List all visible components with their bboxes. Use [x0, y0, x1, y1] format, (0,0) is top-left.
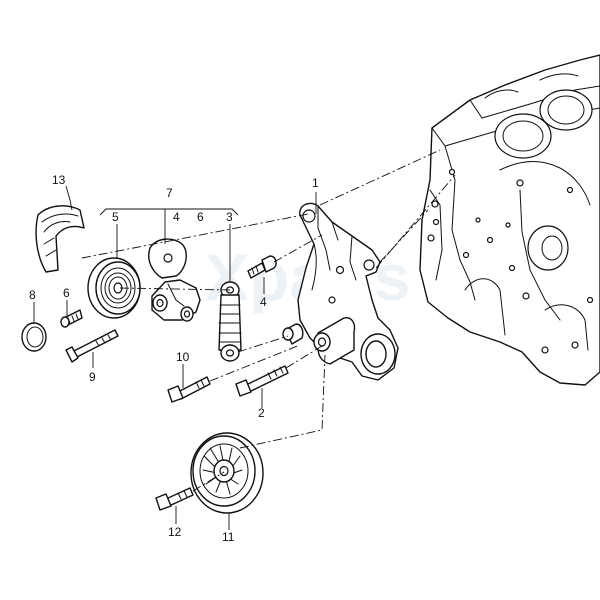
callouts: 1 2 3 4 4 5 6 6 7 8 9 10 11 12 13 [29, 173, 319, 544]
callout-13: 13 [52, 173, 66, 187]
bolt-part-6 [60, 309, 83, 328]
bolt-part-12 [155, 487, 194, 511]
cover-part-13 [35, 205, 85, 273]
callout-1: 1 [312, 176, 319, 190]
callout-4-upper: 4 [173, 210, 180, 224]
callout-7: 7 [166, 186, 173, 200]
bolt-part-10 [167, 376, 211, 403]
callout-11: 11 [222, 530, 235, 544]
bolt-part-2 [235, 365, 289, 397]
callout-5: 5 [112, 210, 119, 224]
callout-2: 2 [258, 406, 265, 420]
arm-plate-part [148, 238, 187, 279]
leader-lines [33, 185, 317, 530]
idler-pulley-part-11 [190, 432, 264, 514]
bolt-part-4 [247, 255, 277, 279]
damper-part-3 [218, 281, 242, 362]
callout-8: 8 [29, 288, 36, 302]
tensioner-pulley-part-5 [87, 257, 141, 319]
bracket-part-1 [282, 202, 399, 381]
callout-4-lower: 4 [260, 295, 267, 309]
callout-9: 9 [89, 370, 96, 384]
assembly-centerlines [81, 149, 456, 492]
engine-block [419, 54, 600, 386]
callout-6-lower: 6 [63, 286, 70, 300]
callout-12: 12 [168, 525, 182, 539]
tensioner-arm-part-7 [151, 279, 201, 322]
callout-6-upper: 6 [197, 210, 204, 224]
cap-part-8 [21, 322, 47, 352]
callout-3: 3 [226, 210, 233, 224]
callout-10: 10 [176, 350, 190, 364]
bolt-part-9 [65, 329, 119, 363]
